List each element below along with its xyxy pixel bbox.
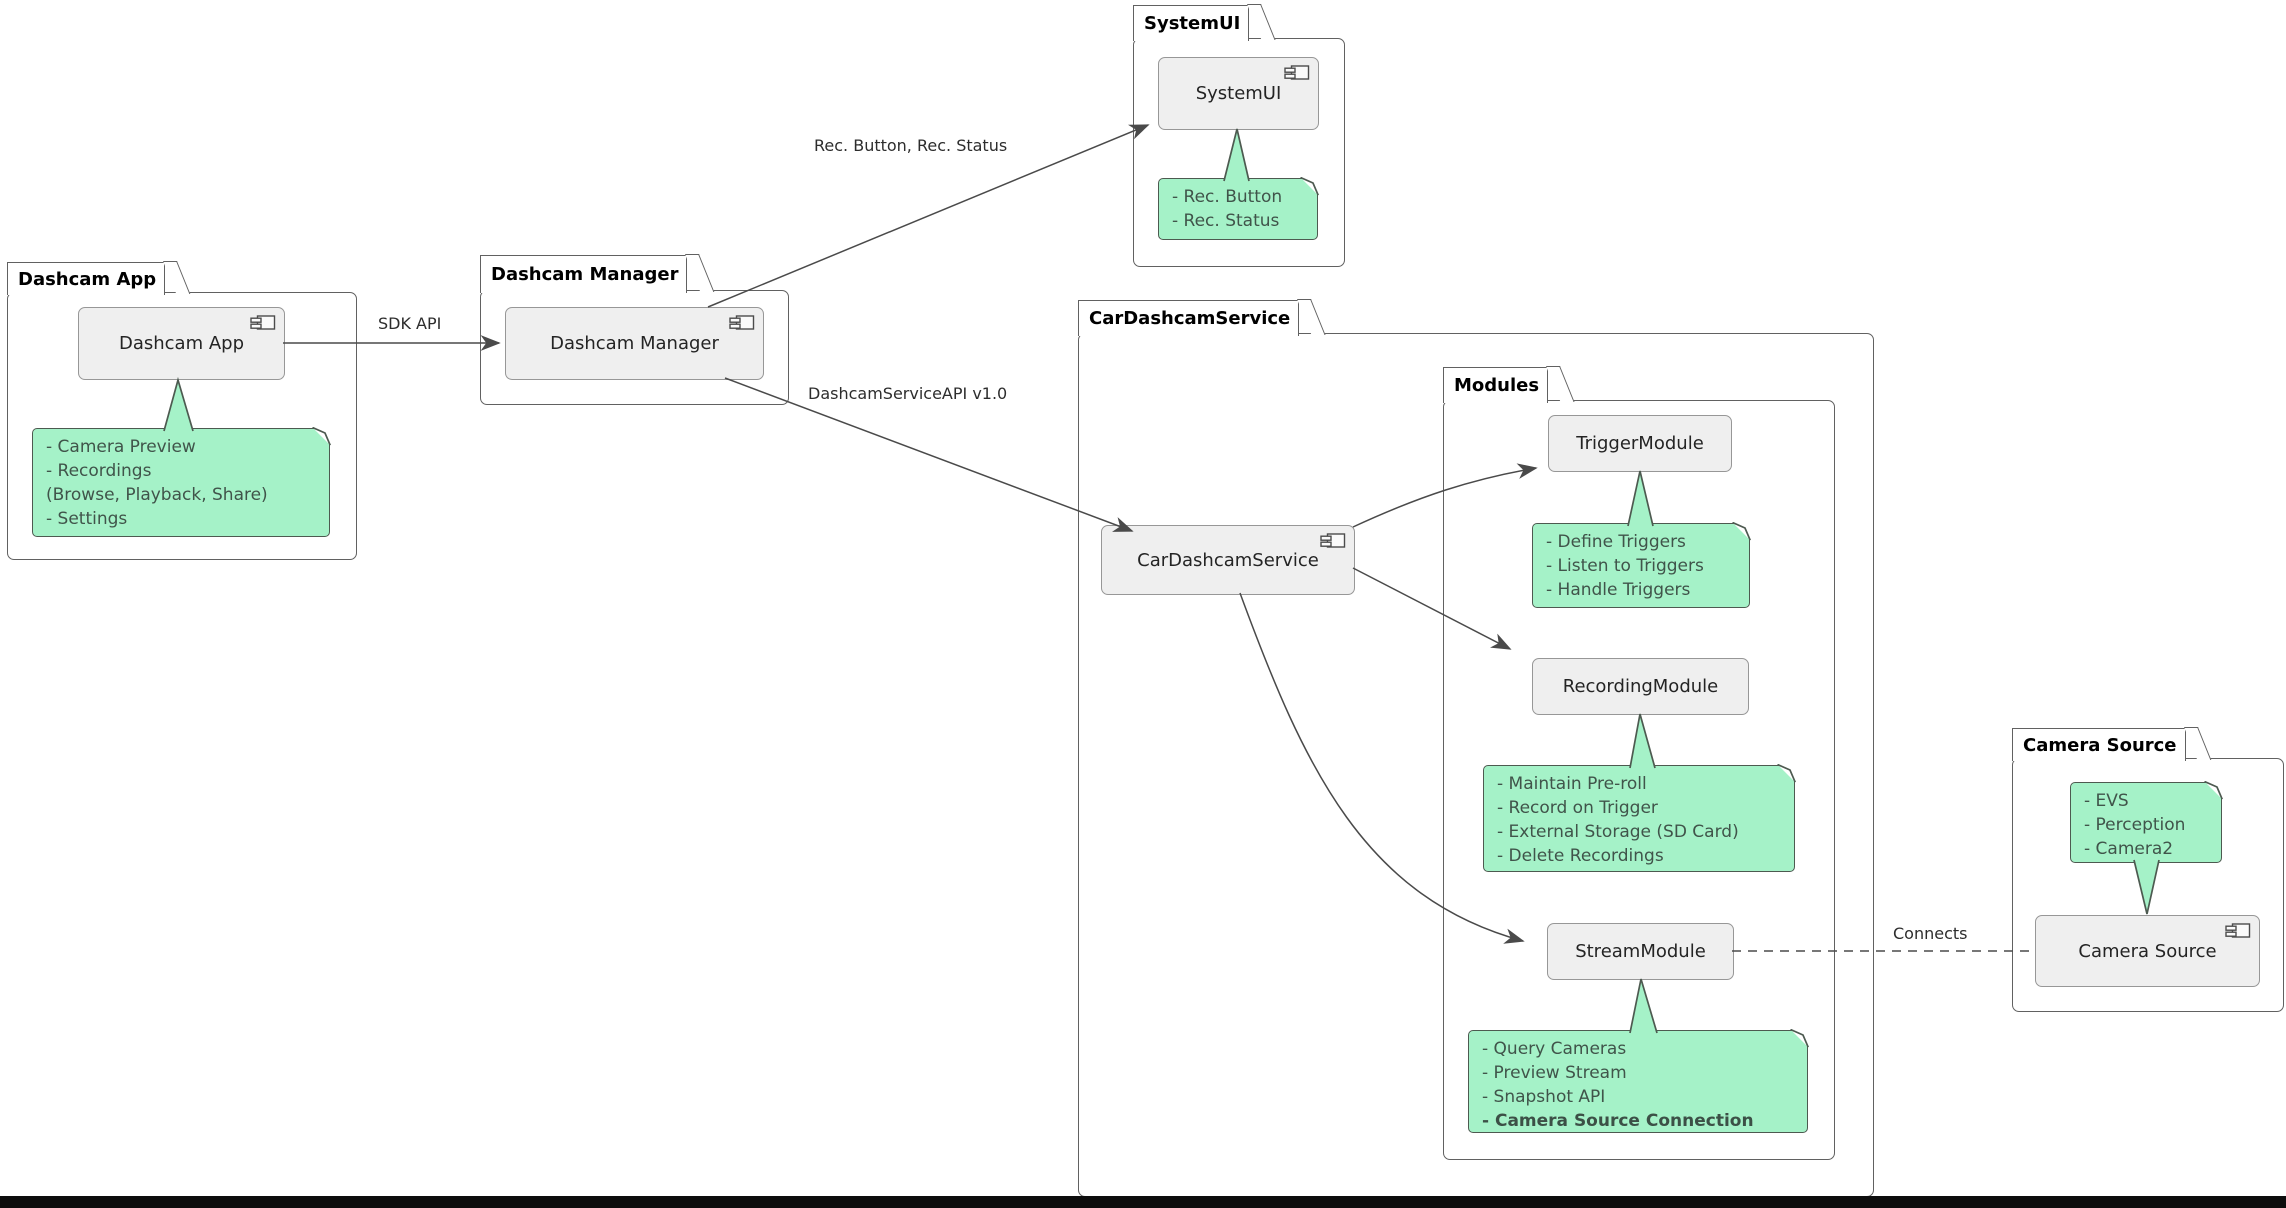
- component-label: StreamModule: [1575, 941, 1706, 962]
- note-line: - Settings: [46, 509, 128, 529]
- package-label: CarDashcamService: [1089, 308, 1291, 329]
- note-line: - Camera Preview: [46, 437, 196, 457]
- note-triggermodule: - Define Triggers - Listen to Triggers -…: [1532, 522, 1751, 608]
- note-line: - Query Cameras: [1482, 1039, 1627, 1059]
- note-line: - Snapshot API: [1482, 1087, 1606, 1107]
- note-recordingmodule: - Maintain Pre-roll - Record on Trigger …: [1483, 764, 1796, 872]
- component-label: Dashcam App: [118, 333, 245, 354]
- note-fold-icon: [2203, 781, 2223, 801]
- package-label: Camera Source: [2023, 734, 2177, 756]
- note-line: - Preview Stream: [1482, 1063, 1627, 1083]
- package-label: SystemUI: [1144, 13, 1241, 34]
- note-camera-source: - EVS - Perception - Camera2: [2070, 781, 2223, 863]
- note-line: - Record on Trigger: [1497, 798, 1658, 818]
- edge-label-sdk-api: SDK API: [378, 314, 442, 333]
- note-line: - Recordings: [46, 461, 152, 481]
- component-label: RecordingModule: [1562, 676, 1719, 697]
- note-line: - Camera2: [2084, 839, 2174, 859]
- note-line: - External Storage (SD Card): [1497, 822, 1739, 842]
- note-line: - Handle Triggers: [1546, 580, 1691, 600]
- bottom-bar: [0, 1196, 2286, 1208]
- component-cardashcamservice: CarDashcamService: [1101, 525, 1355, 595]
- component-icon: [729, 315, 755, 330]
- package-tab-cardashcamservice: CarDashcamService: [1078, 300, 1300, 336]
- note-line: - EVS: [2084, 791, 2129, 811]
- component-dashcam-app: Dashcam App: [78, 307, 285, 380]
- component-recordingmodule: RecordingModule: [1532, 658, 1749, 715]
- note-line: - Rec. Status: [1172, 211, 1280, 231]
- component-triggermodule: TriggerModule: [1548, 415, 1732, 472]
- package-tab-dashcam-manager: Dashcam Manager: [480, 255, 688, 293]
- package-label: Dashcam Manager: [491, 264, 679, 285]
- component-icon: [1320, 533, 1346, 548]
- component-dashcam-manager: Dashcam Manager: [505, 307, 764, 380]
- edge-label-dashcamserviceapi: DashcamServiceAPI v1.0: [808, 384, 1008, 403]
- note-line: - Define Triggers: [1546, 532, 1686, 552]
- edge-label-rec-button-status: Rec. Button, Rec. Status: [814, 136, 1008, 155]
- note-line: - Delete Recordings: [1497, 846, 1664, 866]
- package-tab-camera-source: Camera Source: [2012, 728, 2186, 761]
- component-systemui: SystemUI: [1158, 57, 1319, 130]
- component-icon: [250, 315, 276, 330]
- note-fold-icon: [311, 427, 331, 447]
- component-icon: [1284, 65, 1310, 80]
- note-fold-icon: [1789, 1029, 1809, 1049]
- note-fold-icon: [1299, 177, 1319, 197]
- package-label: Modules: [1454, 375, 1540, 396]
- component-label: Camera Source: [2078, 940, 2217, 962]
- component-label: TriggerModule: [1576, 433, 1704, 454]
- package-tab-modules: Modules: [1443, 367, 1549, 403]
- component-label: SystemUI: [1195, 83, 1282, 104]
- note-systemui: - Rec. Button - Rec. Status: [1158, 177, 1319, 240]
- component-camera-source: Camera Source: [2035, 915, 2260, 987]
- note-fold-icon: [1776, 764, 1796, 784]
- note-line: (Browse, Playback, Share): [46, 485, 268, 505]
- component-label: CarDashcamService: [1137, 549, 1319, 571]
- note-line: - Rec. Button: [1172, 187, 1283, 207]
- component-icon: [2225, 923, 2251, 938]
- component-streammodule: StreamModule: [1547, 923, 1734, 980]
- note-dashcam-app: - Camera Preview - Recordings (Browse, P…: [32, 427, 331, 537]
- note-line: - Maintain Pre-roll: [1497, 774, 1647, 794]
- package-tab-dashcam-app: Dashcam App: [7, 262, 166, 295]
- note-line: - Camera Source Connection: [1482, 1111, 1754, 1131]
- note-line: - Perception: [2084, 815, 2186, 835]
- component-label: Dashcam Manager: [550, 333, 719, 354]
- package-tab-systemui: SystemUI: [1133, 5, 1250, 41]
- edge-label-connects: Connects: [1893, 924, 1968, 943]
- note-streammodule: - Query Cameras - Preview Stream - Snaps…: [1468, 1029, 1809, 1133]
- package-label: Dashcam App: [18, 268, 157, 290]
- note-line: - Listen to Triggers: [1546, 556, 1704, 576]
- note-fold-icon: [1731, 522, 1751, 542]
